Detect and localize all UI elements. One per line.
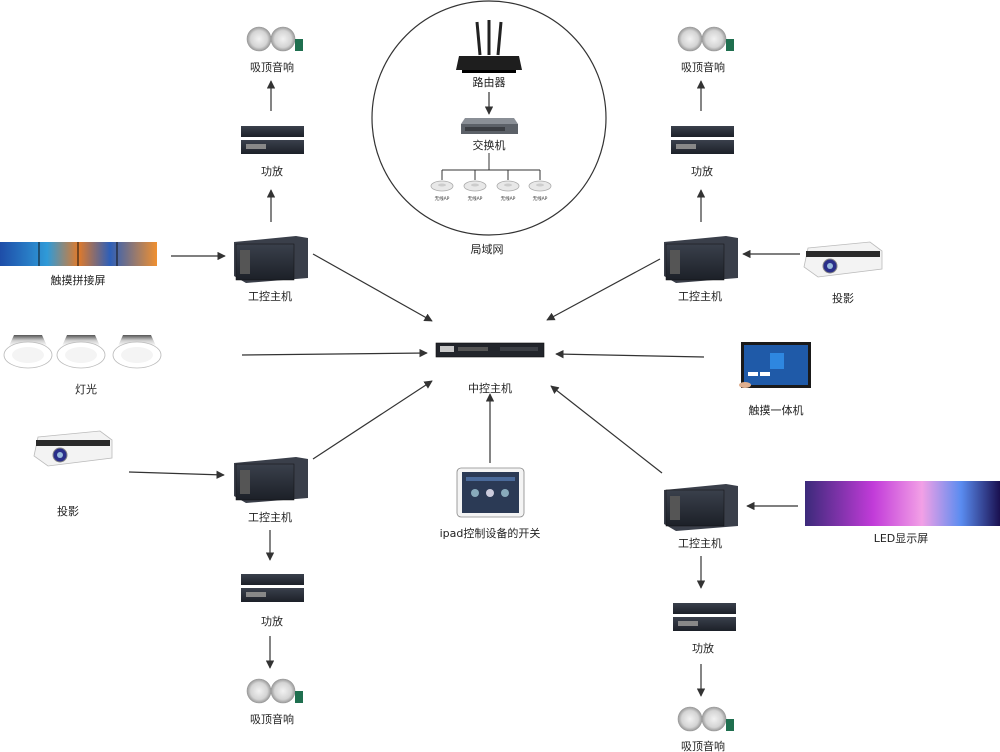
switch-label: 交换机: [473, 138, 506, 152]
ipad-icon: [456, 467, 525, 518]
ap-icon: [528, 180, 552, 192]
industrial-pc-icon: [664, 236, 738, 283]
speaker-label-tl: 吸顶音响: [250, 60, 294, 74]
projector-label-r: 投影: [832, 291, 854, 305]
central-controller-icon: [435, 342, 545, 358]
lan-circle: [371, 0, 607, 236]
amplifier-label-bl: 功放: [261, 614, 283, 628]
edge-lights-to-central: [241, 348, 428, 358]
switch-icon: [461, 118, 518, 134]
ipc-label-br: 工控主机: [678, 536, 722, 550]
ipc-label-bl: 工控主机: [248, 510, 292, 524]
amplifier-label-tl: 功放: [261, 164, 283, 178]
amplifier-icon: [671, 126, 734, 154]
ap-label: 无线AP: [468, 195, 483, 202]
ap-icon: [463, 180, 487, 192]
led-screen-icon: [805, 481, 1000, 526]
industrial-pc-icon: [234, 457, 308, 503]
speaker-label-br: 吸顶音响: [681, 739, 725, 752]
ceiling-speaker-icon: [677, 26, 734, 52]
led-label: LED显示屏: [874, 532, 929, 545]
ceiling-speaker-icon: [246, 678, 303, 704]
lan-label: 局域网: [471, 243, 504, 256]
lan-group: 路由器 交换机 无线AP 无线AP 无线AP 无线AP: [371, 0, 607, 236]
ap-label: 无线AP: [533, 195, 548, 202]
router-label: 路由器: [473, 75, 506, 89]
ceiling-speaker-icon: [677, 706, 734, 732]
edge-ipc-bl-to-central: [312, 380, 433, 460]
ap-icon: [496, 180, 520, 192]
lights-label: 灯光: [75, 382, 97, 396]
ap-label: 无线AP: [501, 195, 516, 202]
ipad-label: ipad控制设备的开关: [440, 526, 541, 540]
amplifier-icon: [241, 574, 304, 602]
industrial-pc-icon: [664, 484, 738, 531]
ap-label: 无线AP: [435, 195, 450, 202]
amplifier-label-tr: 功放: [691, 164, 713, 178]
touch-panel-icon: [739, 342, 811, 388]
edge-projector-to-ipc-bl: [128, 470, 225, 479]
speaker-label-bl: 吸顶音响: [250, 712, 294, 726]
amplifier-icon: [241, 126, 304, 154]
ceiling-speaker-icon: [246, 26, 303, 52]
router-icon: [456, 20, 522, 73]
ipc-label-tr: 工控主机: [678, 289, 722, 303]
projector-icon: [803, 241, 883, 278]
amplifier-label-br: 功放: [692, 641, 714, 655]
ipc-label-tl: 工控主机: [248, 289, 292, 303]
speaker-label-tr: 吸顶音响: [681, 60, 725, 74]
edge-ipc-br-to-central: [550, 385, 663, 474]
ap-icon: [430, 180, 454, 192]
ap-tree-lines: [441, 153, 541, 180]
projector-label-l: 投影: [57, 504, 79, 518]
central-label: 中控主机: [468, 381, 512, 395]
edge-ipc-tr-to-central: [546, 258, 661, 321]
touch-splice-screen-icon: [0, 242, 157, 266]
industrial-pc-icon: [234, 236, 308, 283]
downlight-icon: [56, 335, 106, 369]
touch-splice-label: 触摸拼接屏: [51, 273, 106, 287]
touch-panel-label: 触摸一体机: [749, 403, 804, 417]
downlight-icon: [3, 335, 53, 369]
amplifier-icon: [673, 603, 736, 631]
projector-icon: [33, 430, 113, 467]
downlight-icon: [112, 335, 162, 369]
edge-ipc-tl-to-central: [312, 253, 433, 322]
edge-touchpanel-to-central: [555, 349, 705, 359]
